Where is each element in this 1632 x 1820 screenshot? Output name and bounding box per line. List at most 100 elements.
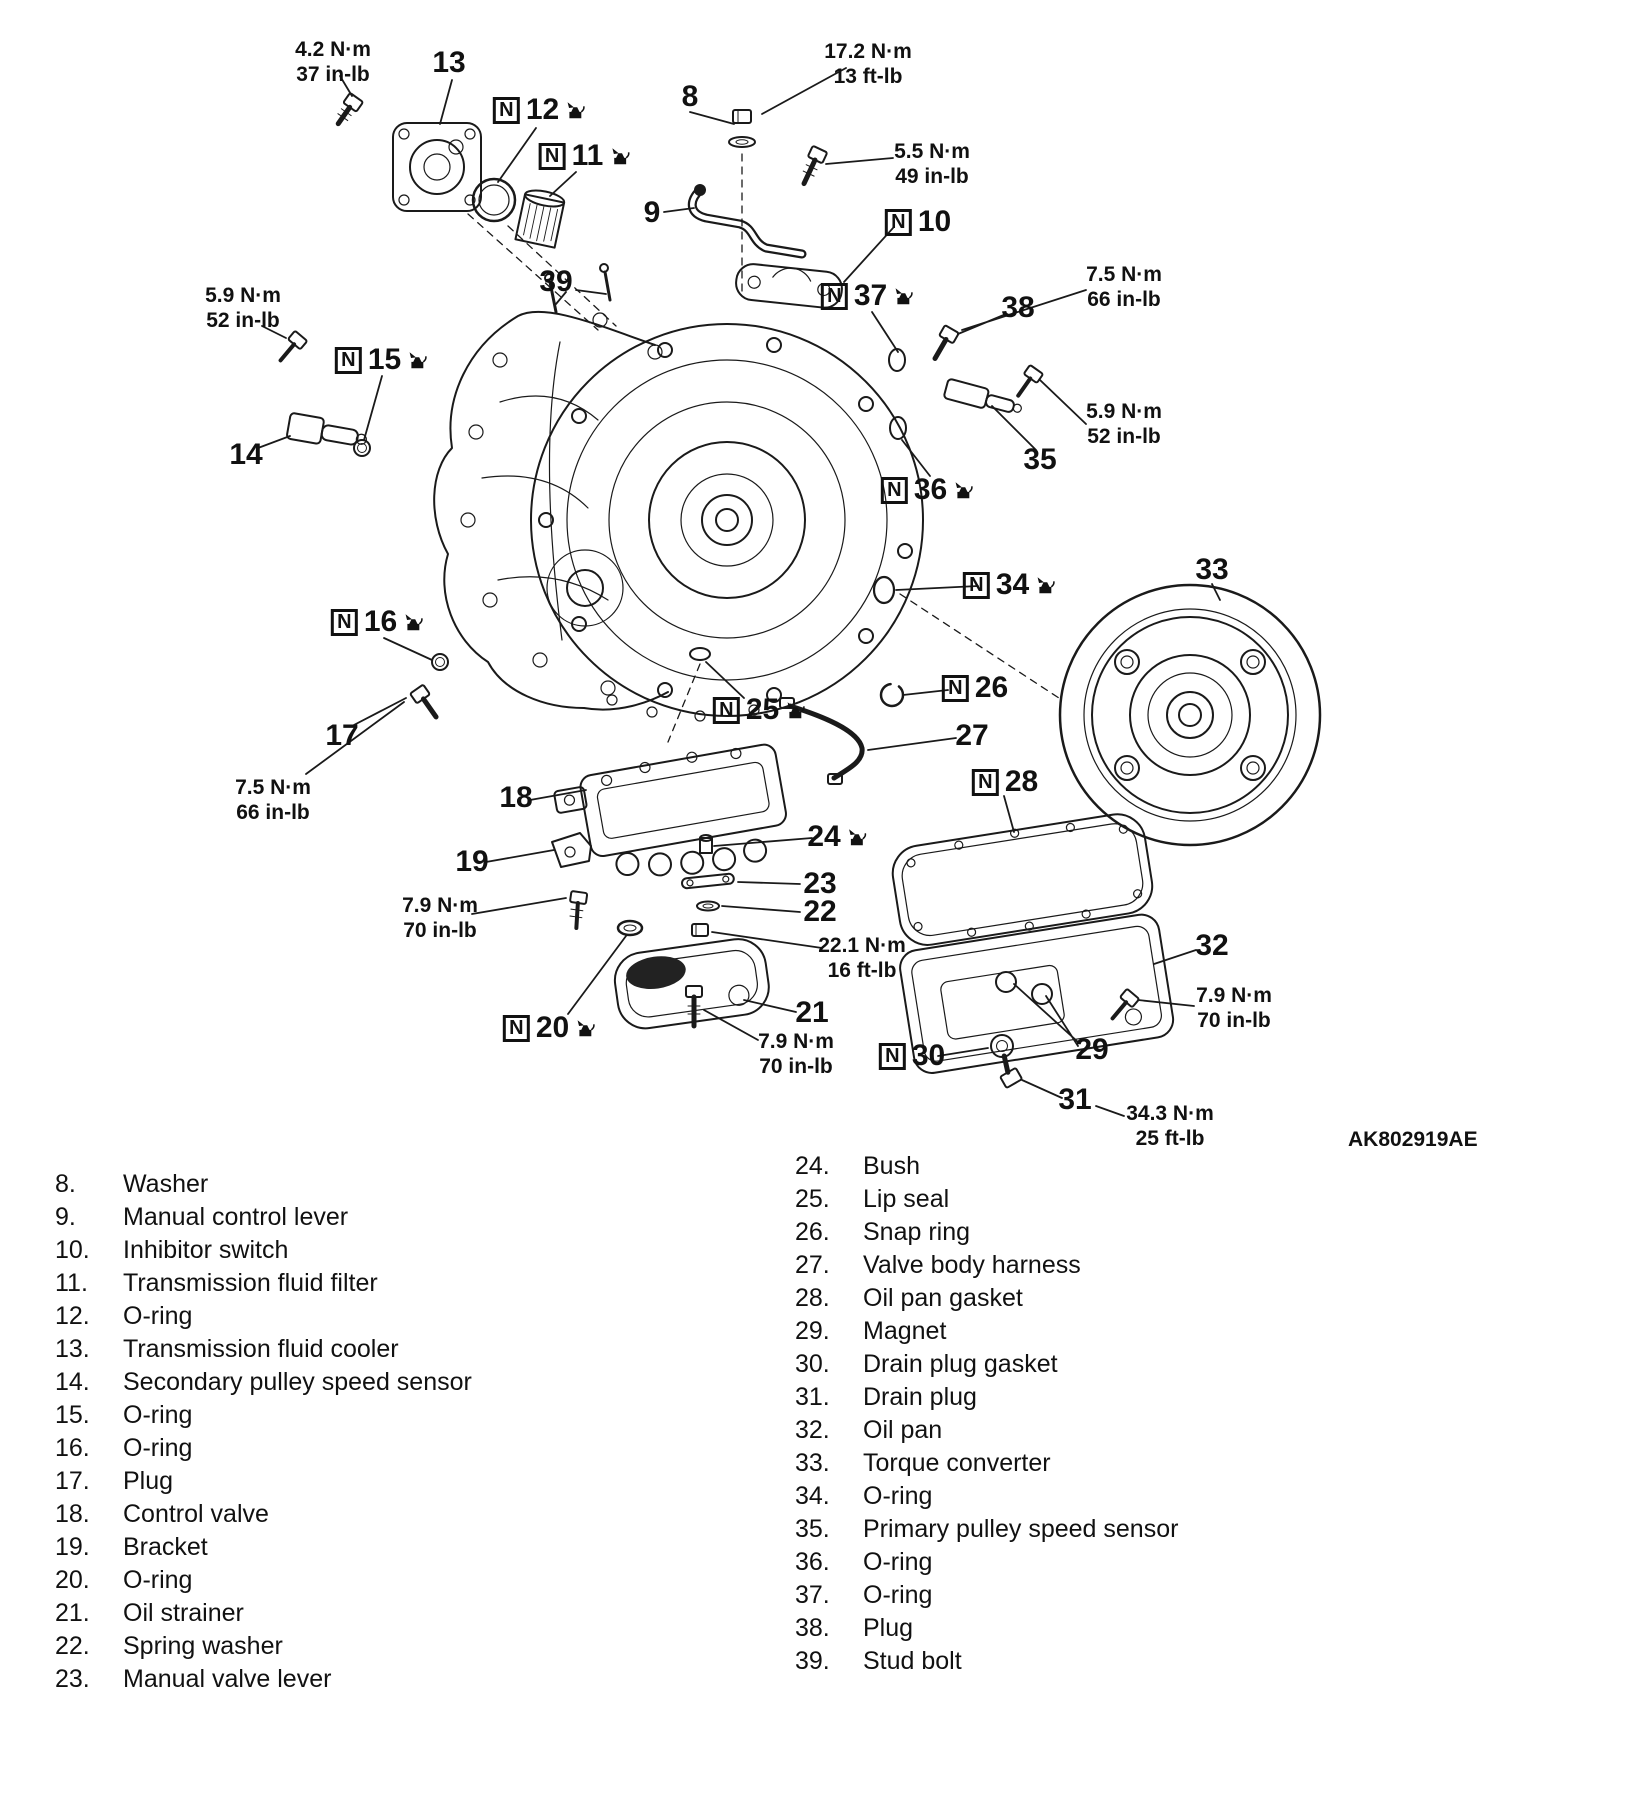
- legend-item-19: 19.Bracket: [55, 1531, 472, 1564]
- part-callout-9: 9: [644, 198, 661, 228]
- torque-lb: 52 in-lb: [1087, 424, 1161, 448]
- oil-can-icon: [847, 826, 869, 848]
- legend-item-label: Valve body harness: [863, 1251, 1081, 1279]
- part-number: 17: [325, 719, 359, 752]
- oil-can-icon: [403, 611, 425, 633]
- legend-item-12: 12.O-ring: [55, 1300, 472, 1333]
- plug-17-art: [409, 684, 439, 720]
- legend-item-label: O-ring: [123, 1434, 193, 1462]
- legend-item-number: 34.: [795, 1482, 830, 1510]
- legend-item-number: 12.: [55, 1302, 90, 1330]
- legend-item-label: Spring washer: [123, 1632, 283, 1660]
- secondary-speed-sensor-art: [286, 412, 367, 446]
- legend-item-label: Manual valve lever: [123, 1665, 332, 1693]
- part-callout-35: 35: [1023, 445, 1056, 475]
- pan-bolt-art: [1110, 988, 1140, 1021]
- legend-item-number: 9.: [55, 1203, 76, 1231]
- legend-item-36: 36.O-ring: [795, 1546, 1178, 1579]
- n-mark-box: N: [971, 768, 999, 796]
- legend-item-number: 37.: [795, 1581, 830, 1609]
- torque-converter-art: [1058, 583, 1322, 847]
- part-number: 16: [363, 605, 398, 638]
- leader-lines: [257, 67, 1221, 1117]
- part-callout-31: 31: [1058, 1085, 1091, 1115]
- part-number: 19: [455, 845, 489, 878]
- part-number: 13: [432, 46, 466, 79]
- legend-item-label: Control valve: [123, 1500, 269, 1528]
- o-ring-12-art: [471, 177, 517, 223]
- legend-item-27: 27.Valve body harness: [795, 1249, 1178, 1282]
- legend-item-number: 18.: [55, 1500, 90, 1528]
- legend-item-21: 21.Oil strainer: [55, 1597, 472, 1630]
- part-number: 26: [974, 671, 1009, 704]
- washer-8-art: [728, 109, 756, 148]
- part-callout-8: 8: [682, 82, 699, 112]
- strainer-bolt-art: [685, 985, 703, 1029]
- control-valve-art: [553, 743, 787, 877]
- n-mark-box: N: [880, 476, 908, 504]
- part-callout-32: 32: [1195, 931, 1228, 961]
- torque-nm: 7.5 N·m: [235, 776, 311, 799]
- legend-item-25: 25.Lip seal: [795, 1183, 1178, 1216]
- legend-item-number: 10.: [55, 1236, 90, 1264]
- legend-item-label: Primary pulley speed sensor: [863, 1515, 1179, 1543]
- n-mark-box: N: [884, 208, 912, 236]
- magnets-art: [995, 971, 1053, 1005]
- legend-item-number: 38.: [795, 1614, 830, 1642]
- legend-item-13: 13.Transmission fluid cooler: [55, 1333, 472, 1366]
- legend-item-29: 29.Magnet: [795, 1315, 1178, 1348]
- fluid-filter-art: [514, 189, 566, 249]
- part-callout-13: 13: [432, 48, 465, 78]
- legend-item-20: 20.O-ring: [55, 1564, 472, 1597]
- torque-lb: 66 in-lb: [1087, 287, 1161, 311]
- part-number: 30: [911, 1039, 946, 1072]
- legend-item-28: 28.Oil pan gasket: [795, 1282, 1178, 1315]
- legend-item-label: Oil pan gasket: [863, 1284, 1023, 1312]
- part-callout-23: 23: [803, 869, 836, 899]
- legend-item-label: Oil pan: [863, 1416, 943, 1444]
- legend-item-number: 20.: [55, 1566, 90, 1594]
- legend-item-label: Snap ring: [863, 1218, 971, 1246]
- legend-item-label: O-ring: [863, 1581, 933, 1609]
- part-number: 27: [955, 719, 989, 752]
- part-callout-19: 19: [455, 847, 488, 877]
- part-number: 18: [499, 781, 533, 814]
- transmission-case-art: [433, 310, 924, 722]
- torque-lb: 52 in-lb: [206, 308, 280, 332]
- part-callout-18: 18: [499, 783, 532, 813]
- oil-can-icon: [1035, 574, 1057, 596]
- manual-valve-lever-art: [681, 872, 735, 890]
- n-mark-box: N: [492, 96, 520, 124]
- legend-item-label: Stud bolt: [863, 1647, 962, 1675]
- legend-item-number: 39.: [795, 1647, 830, 1675]
- part-number: 20: [535, 1011, 570, 1044]
- legend-item-16: 16.O-ring: [55, 1432, 472, 1465]
- oil-pan-gasket-art: [891, 813, 1154, 946]
- part-number: 29: [1075, 1033, 1109, 1066]
- part-number: 32: [1195, 929, 1229, 962]
- drain-plug-gasket-art: [990, 1034, 1014, 1058]
- oil-can-icon: [953, 479, 975, 501]
- torque-nm: 5.9 N·m: [1086, 400, 1162, 423]
- exploded-diagram-art: [257, 67, 1322, 1117]
- part-number: 21: [795, 996, 829, 1029]
- n-mark-box: N: [538, 142, 566, 170]
- part-number: 36: [913, 473, 948, 506]
- oil-can-icon: [407, 349, 429, 371]
- bolt-5-9-left-art: [278, 330, 308, 363]
- bolt-5-9-right-art: [1016, 364, 1044, 398]
- fluid-cooler-art: [392, 122, 482, 212]
- torque-nm: 7.9 N·m: [758, 1030, 834, 1053]
- legend-item-30: 30.Drain plug gasket: [795, 1348, 1178, 1381]
- legend-item-label: Transmission fluid filter: [123, 1269, 378, 1297]
- part-callout-24: 24: [807, 822, 868, 852]
